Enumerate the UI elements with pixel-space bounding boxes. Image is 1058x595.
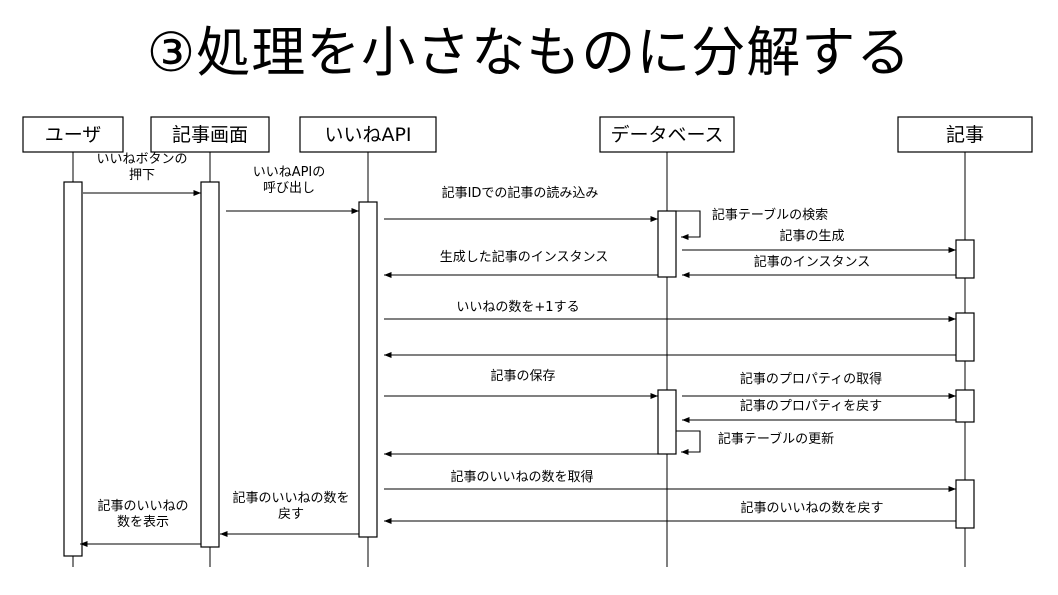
actor-label-screen: 記事画面 bbox=[172, 124, 248, 146]
message-13: 記事テーブルの更新 bbox=[676, 430, 834, 456]
activation-bar-user bbox=[63, 181, 83, 557]
activation-bar-article bbox=[955, 312, 975, 362]
message-4: 記事テーブルの検索 bbox=[676, 207, 828, 241]
actor-box-user bbox=[22, 116, 124, 153]
activation-bar-api bbox=[358, 201, 378, 538]
message-label: いいねの数を+1する bbox=[456, 300, 579, 315]
message-15: 記事のいいねの数を取得 bbox=[384, 469, 956, 493]
message-label: 記事のいいねの数を表示 bbox=[97, 498, 188, 530]
message-label: 記事のプロパティの取得 bbox=[740, 371, 882, 387]
activation-bar-article bbox=[955, 389, 975, 423]
message-6: 記事のインスタンス bbox=[682, 254, 956, 279]
activation-bar-db bbox=[657, 210, 677, 278]
message-label: いいねAPIの呼び出し bbox=[253, 165, 326, 196]
message-8: いいねの数を+1する bbox=[384, 300, 956, 323]
message-label: 記事の保存 bbox=[490, 368, 555, 384]
message-label: 記事テーブルの更新 bbox=[718, 431, 834, 447]
message-label: 記事IDでの記事の読み込み bbox=[442, 185, 599, 201]
message-label: 生成した記事のインスタンス bbox=[440, 249, 608, 265]
message-label: 記事のプロパティを戻す bbox=[740, 398, 882, 414]
self-arrow bbox=[676, 430, 701, 456]
actor-box-screen bbox=[150, 116, 270, 153]
message-18: 記事のいいねの数を表示 bbox=[80, 498, 201, 548]
message-7: 生成した記事のインスタンス bbox=[384, 249, 658, 279]
actor-label-user: ユーザ bbox=[45, 124, 102, 146]
message-5: 記事の生成 bbox=[682, 228, 956, 254]
message-label: 記事のいいねの数を取得 bbox=[450, 469, 593, 485]
page-title: ③処理を小さなものに分解する bbox=[146, 21, 912, 84]
actor-label-api: いいねAPI bbox=[324, 124, 411, 146]
message-label: 記事テーブルの検索 bbox=[712, 207, 828, 223]
message-label: 記事のインスタンス bbox=[754, 254, 870, 270]
activation-bar-db bbox=[657, 389, 677, 455]
message-label: 記事のいいねの数を戻す bbox=[740, 500, 883, 516]
actor-box-article bbox=[897, 116, 1033, 153]
message-label: 記事の生成 bbox=[779, 228, 844, 244]
actor-box-api bbox=[299, 116, 437, 153]
actor-label-article: 記事 bbox=[946, 124, 984, 146]
message-10: 記事の保存 bbox=[384, 368, 658, 400]
message-12: 記事のプロパティを戻す bbox=[682, 398, 956, 424]
message-label: いいねボタンの押下 bbox=[96, 152, 187, 183]
message-1: いいねボタンの押下 bbox=[83, 152, 201, 197]
actor-label-db: データベース bbox=[610, 124, 723, 146]
activation-bar-screen bbox=[200, 181, 220, 548]
actor-box-db bbox=[599, 116, 735, 153]
message-2: いいねAPIの呼び出し bbox=[226, 165, 359, 215]
message-11: 記事のプロパティの取得 bbox=[682, 371, 956, 400]
message-17: 記事のいいねの数を戻す bbox=[220, 490, 359, 538]
message-label: 記事のいいねの数を戻す bbox=[232, 490, 349, 522]
self-arrow bbox=[676, 210, 701, 241]
message-16: 記事のいいねの数を戻す bbox=[384, 500, 956, 525]
activation-bar-article bbox=[955, 239, 975, 279]
activation-bar-article bbox=[955, 479, 975, 529]
message-3: 記事IDでの記事の読み込み bbox=[384, 185, 658, 223]
